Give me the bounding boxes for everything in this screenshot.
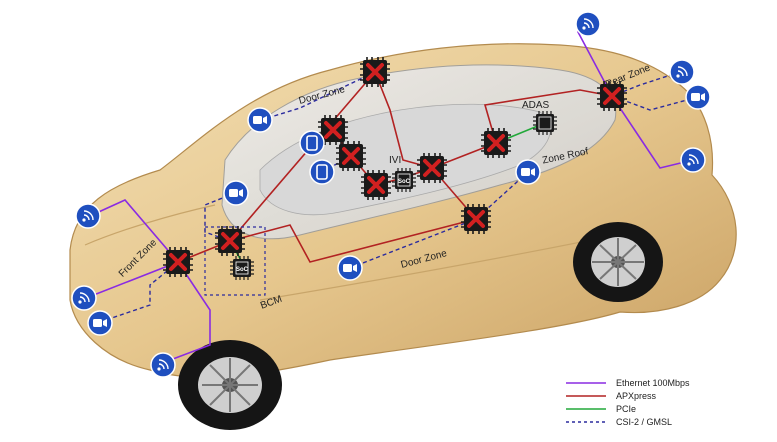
switch-ivi-main	[415, 151, 449, 185]
soc-chip-bcm: SoC	[229, 255, 255, 281]
display-icon	[299, 130, 325, 156]
switch-ivi-2	[334, 139, 368, 173]
switch-door-zone-top	[358, 55, 392, 89]
camera-icon	[337, 255, 363, 281]
legend-item-apxpress: APXpress	[566, 391, 657, 401]
switch-front-zone	[161, 245, 195, 279]
soc-chip-adas	[532, 110, 558, 136]
label-ivi: IVI	[389, 155, 401, 166]
radar-icon	[75, 203, 101, 229]
soc-chip-ivi: SoC	[391, 167, 417, 193]
switch-adas	[479, 126, 513, 160]
switch-ivi-3	[359, 168, 393, 202]
camera-icon	[223, 180, 249, 206]
legend-item-ethernet: Ethernet 100Mbps	[566, 378, 690, 388]
switch-door-zone-bottom	[459, 202, 493, 236]
display-icon	[309, 159, 335, 185]
legend-label: Ethernet 100Mbps	[616, 378, 690, 388]
legend-label: APXpress	[616, 391, 657, 401]
car-hood-crease	[84, 204, 216, 246]
bcm-enclosure	[204, 226, 266, 296]
radar-icon	[575, 11, 601, 37]
radar-icon	[669, 59, 695, 85]
switch-bcm	[213, 224, 247, 258]
camera-icon	[87, 310, 113, 336]
legend-item-pcie: PCIe	[566, 404, 636, 414]
camera-icon	[515, 159, 541, 185]
legend: Ethernet 100Mbps APXpress PCIe CSI-2 / G…	[566, 378, 690, 427]
camera-icon	[685, 84, 711, 110]
rear-wheel	[573, 222, 663, 302]
label-adas: ADAS	[522, 100, 550, 111]
soc-chip-label: SoC	[398, 179, 411, 185]
legend-label: CSI-2 / GMSL	[616, 417, 672, 427]
radar-icon	[150, 352, 176, 378]
soc-chip-label: SoC	[236, 267, 249, 273]
legend-item-csi2: CSI-2 / GMSL	[566, 417, 672, 427]
front-wheel	[178, 340, 282, 430]
camera-icon	[247, 107, 273, 133]
legend-label: PCIe	[616, 404, 636, 414]
radar-icon	[680, 147, 706, 173]
radar-icon	[71, 285, 97, 311]
